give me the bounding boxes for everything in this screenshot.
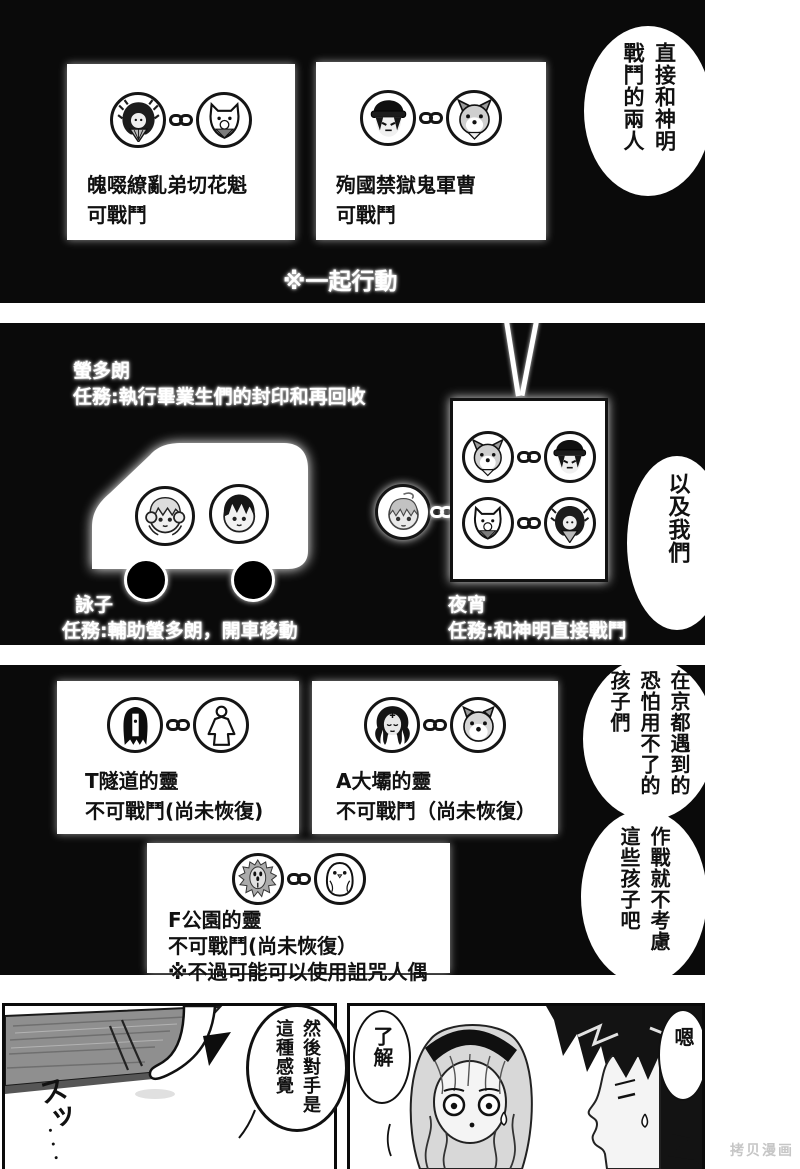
- unit-card-icons: [67, 92, 295, 148]
- fox-mask-icon: [196, 92, 252, 148]
- woman-pictogram-icon: [193, 697, 249, 753]
- unit-status: 可戰鬥: [336, 203, 396, 227]
- bubble-line: 作戰就不考慮: [647, 826, 671, 952]
- bubble-line: 直接和神明: [652, 42, 677, 152]
- iconbox-row-2: [462, 497, 596, 549]
- table-finger-art: [5, 1006, 256, 1139]
- spirit-note: ※不過可能可以使用詛咒人偶: [168, 960, 428, 984]
- speech-bubble-understood: 了解: [353, 1010, 411, 1104]
- oiran-icon: [110, 92, 166, 148]
- spirit-card-icons: [147, 853, 450, 905]
- bubble-line: 這些孩子吧: [617, 826, 641, 931]
- spirit-status: 不可戰鬥(尚未恢復): [85, 799, 264, 823]
- bubble-line: 這種感覺: [273, 1019, 294, 1095]
- speech-bubble-and-us: 以及我們: [627, 456, 727, 630]
- park-ghost-icon: [231, 853, 284, 905]
- unit-status: 可戰鬥: [87, 203, 147, 227]
- spirit-status: 不可戰鬥（尚未恢復）: [336, 799, 536, 823]
- bubble-line: 以及我們: [664, 472, 690, 564]
- panel-bottom-right: 了解 嗯: [347, 1003, 705, 1169]
- yayo-name: 夜宵: [448, 594, 487, 616]
- bubble-line: 恐怕用不了的: [637, 670, 661, 796]
- car-illustration: [92, 443, 308, 569]
- puppy-icon: [450, 697, 506, 753]
- spirit-card-dam: A大壩的靈 不可戰鬥（尚未恢復）: [312, 681, 558, 834]
- spirit-card-icons: [312, 697, 558, 753]
- iconbox-row-1: [462, 431, 596, 483]
- chain-link-icon: [517, 451, 541, 463]
- yayo-task: 任務:和神明直接戰鬥: [448, 620, 627, 642]
- chain-link-icon: [419, 112, 443, 124]
- yayo-portrait-icon: [375, 484, 431, 540]
- bubble-line: 在京都遇到的: [667, 670, 691, 796]
- bubble-line: 然後對手是: [300, 1019, 321, 1114]
- bubble-line: 戰鬥的兩人: [621, 42, 645, 152]
- speech-bubble-opponent-feel: 然後對手是 這種感覺: [246, 1004, 348, 1132]
- bubble-line: 了解: [370, 1026, 394, 1068]
- spirit-name: A大壩的靈: [336, 769, 432, 793]
- spirit-card-tunnel: T隧道的靈 不可戰鬥(尚未恢復): [57, 681, 299, 834]
- act-together-note: ※一起行動: [283, 269, 398, 295]
- car-wheel-right: [231, 558, 275, 602]
- dam-ghost-icon: [364, 697, 420, 753]
- unit-card-soldier: 殉國禁獄鬼軍曹 可戰鬥: [316, 62, 546, 240]
- watermark: 拷贝漫画: [730, 1143, 794, 1159]
- eiko-portrait-icon: [135, 486, 195, 546]
- keitaro-task: 任務:執行畢業生們的封印和再回收: [73, 386, 366, 408]
- car-wheel-left: [124, 558, 168, 602]
- unit-name: 魄啜繚亂弟切花魁: [87, 173, 247, 197]
- unit-name: 殉國禁獄鬼軍曹: [336, 173, 476, 197]
- spirit-status: 不可戰鬥(尚未恢復）: [168, 934, 358, 958]
- speech-bubble-mm: 嗯: [658, 1009, 702, 1101]
- chain-link-icon: [423, 719, 447, 731]
- bubble-line: 嗯: [671, 1027, 695, 1048]
- speech-bubble-kyoto-kids: 在京都遇到的 恐怕用不了的 孩子們: [583, 658, 715, 820]
- soldier-icon: [360, 90, 416, 146]
- eiko-task: 任務:輔助螢多朗，開車移動: [62, 620, 298, 642]
- spirit-name: F公園的靈: [168, 908, 262, 932]
- chain-link-icon: [169, 114, 193, 126]
- spirit-name: T隧道的靈: [85, 769, 179, 793]
- keitaro-portrait-icon: [209, 484, 269, 544]
- bubble-line: 孩子們: [607, 670, 631, 733]
- oiran-icon: [544, 497, 596, 549]
- unit-card-oiran: 魄啜繚亂弟切花魁 可戰鬥: [67, 64, 295, 240]
- chain-link-icon: [517, 517, 541, 529]
- keitaro-name: 螢多朗: [73, 360, 131, 382]
- dog-icon: [462, 431, 514, 483]
- tunnel-ghost-icon: [107, 697, 163, 753]
- spirit-card-park: F公園的靈 不可戰鬥(尚未恢復） ※不過可能可以使用詛咒人偶: [147, 843, 450, 984]
- unit-card-icons: [316, 90, 546, 146]
- dog-icon: [446, 90, 502, 146]
- bird-icon: [313, 853, 366, 905]
- fox-mask-icon: [462, 497, 514, 549]
- graduates-icon-box: [450, 398, 608, 582]
- spirit-card-icons: [57, 697, 299, 753]
- soldier-icon: [544, 431, 596, 483]
- speech-bubble-exclude-kids: 作戰就不考慮 這些孩子吧: [581, 810, 707, 984]
- eiko-name: 詠子: [75, 594, 114, 616]
- speech-bubble-two-fighters: 直接和神明 戰鬥的兩人: [584, 26, 712, 196]
- chain-link-icon: [166, 719, 190, 731]
- chain-link-icon: [286, 873, 311, 885]
